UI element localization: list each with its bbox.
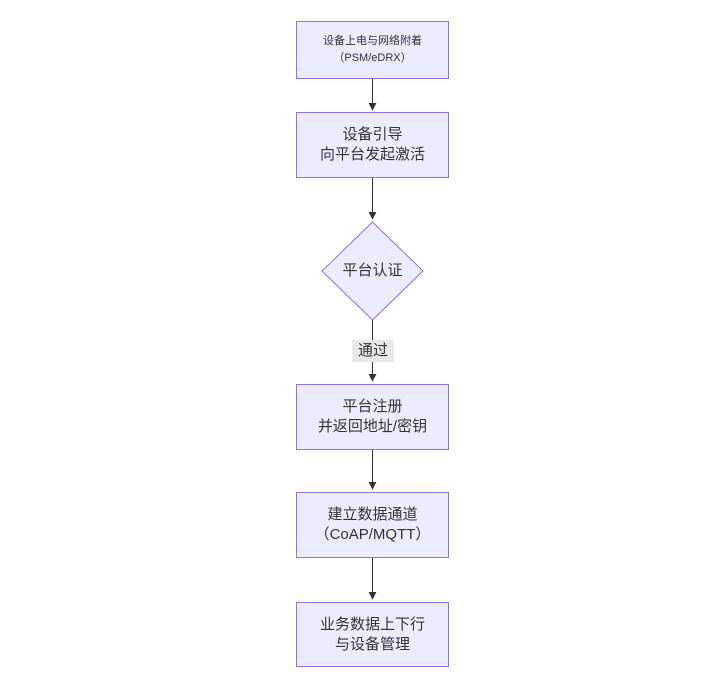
node-device-power-on: 设备上电与网络附着 （PSM/eDRX） [296,21,449,79]
node-label-line: 平台注册 [342,398,403,415]
node-label-line: 并返回地址/密钥 [317,418,428,435]
node-label-line: 设备上电与网络附着 [323,35,422,47]
node-label-line: 业务数据上下行 [319,615,425,633]
node-device-bootstrap: 设备引导 向平台发起激活 [296,112,449,178]
node-label-line: （CoAP/MQTT） [314,526,431,543]
node-label-line: 与设备管理 [334,635,410,653]
node-label-line: 建立数据通道 [327,506,418,523]
node-label-line: 向平台发起激活 [319,146,425,163]
node-business-data: 业务数据上下行 与设备管理 [296,602,449,667]
edge-label-pass: 通过 [352,340,394,362]
node-label-line: （PSM/eDRX） [333,52,412,64]
node-data-channel: 建立数据通道 （CoAP/MQTT） [296,492,449,558]
node-label-line: 设备引导 [342,126,403,143]
decision-label-platform-auth: 平台认证 [342,262,403,279]
node-platform-register: 平台注册 并返回地址/密钥 [296,384,449,450]
